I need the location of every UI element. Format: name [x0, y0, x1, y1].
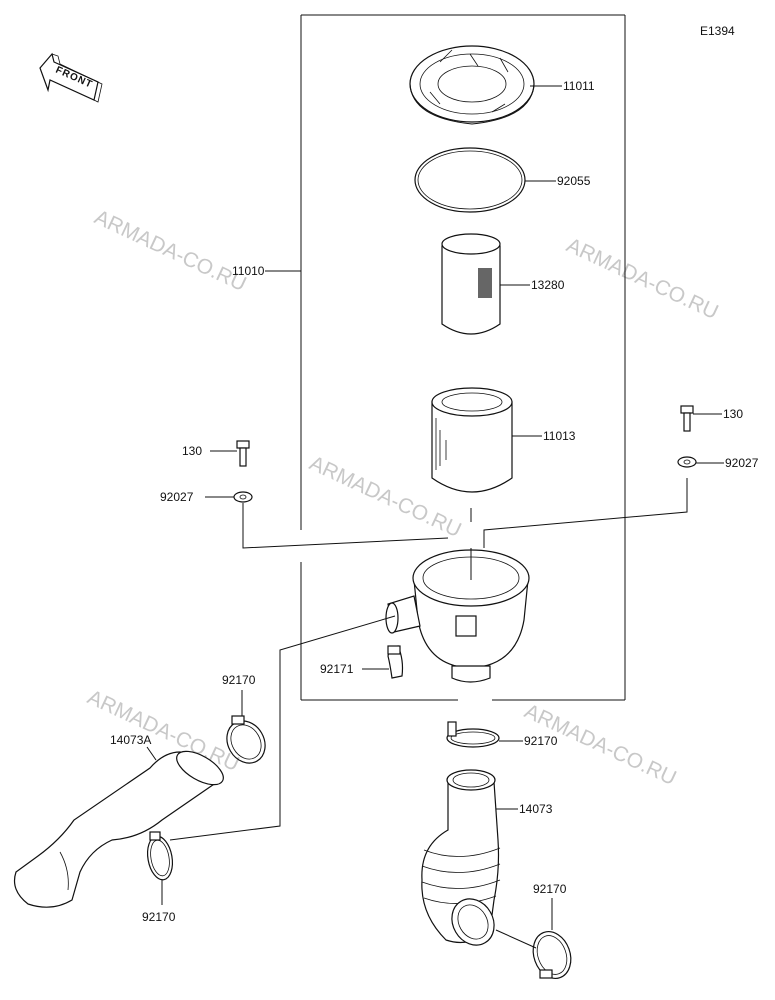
assembly-bracket [265, 14, 626, 701]
callout-duct-left: 14073A [110, 733, 151, 747]
callout-assembly: 11010 [232, 264, 265, 278]
washer-right [677, 456, 697, 468]
mounting-bracket [387, 645, 404, 679]
callout-clamp-bottom-right: 92170 [533, 882, 567, 896]
o-ring [414, 147, 526, 213]
callout-bolt-right: 130 [723, 407, 743, 421]
hose-clamp-center [446, 721, 500, 748]
hose-clamp-bottom-right [532, 931, 572, 979]
callout-clamp-center: 92170 [524, 734, 558, 748]
watermark: ARMADA-CO.RU [91, 206, 250, 296]
outer-filter-element [431, 387, 513, 493]
callout-bolt-left: 130 [182, 444, 202, 458]
watermark: ARMADA-CO.RU [563, 234, 722, 324]
inner-filter-element [441, 233, 501, 335]
hose-clamp-top-left [226, 715, 266, 764]
callout-washer-right: 92027 [725, 456, 759, 470]
diagram-id: E1394 [700, 24, 735, 38]
hose-clamp-bottom-left [146, 831, 174, 881]
callout-outer-element: 11013 [543, 429, 576, 443]
callout-bracket: 92171 [320, 662, 354, 676]
callout-duct-center: 14073 [519, 802, 553, 816]
air-duct-left [13, 750, 224, 908]
bolt-right [680, 405, 694, 432]
callout-clamp-top-left: 92170 [222, 673, 256, 687]
callout-oring: 92055 [557, 174, 591, 188]
bolt-left [236, 440, 250, 467]
callout-clamp-bottom-left: 92170 [142, 910, 176, 924]
air-cleaner-housing [385, 549, 530, 683]
air-cleaner-cover [409, 45, 535, 125]
callout-inner-element: 13280 [531, 278, 565, 292]
front-arrow-icon: FRONT [39, 52, 103, 103]
callout-washer-left: 92027 [160, 490, 194, 504]
callout-cover: 11011 [563, 79, 595, 93]
air-duct-center [421, 769, 501, 946]
washer-left [233, 491, 253, 503]
